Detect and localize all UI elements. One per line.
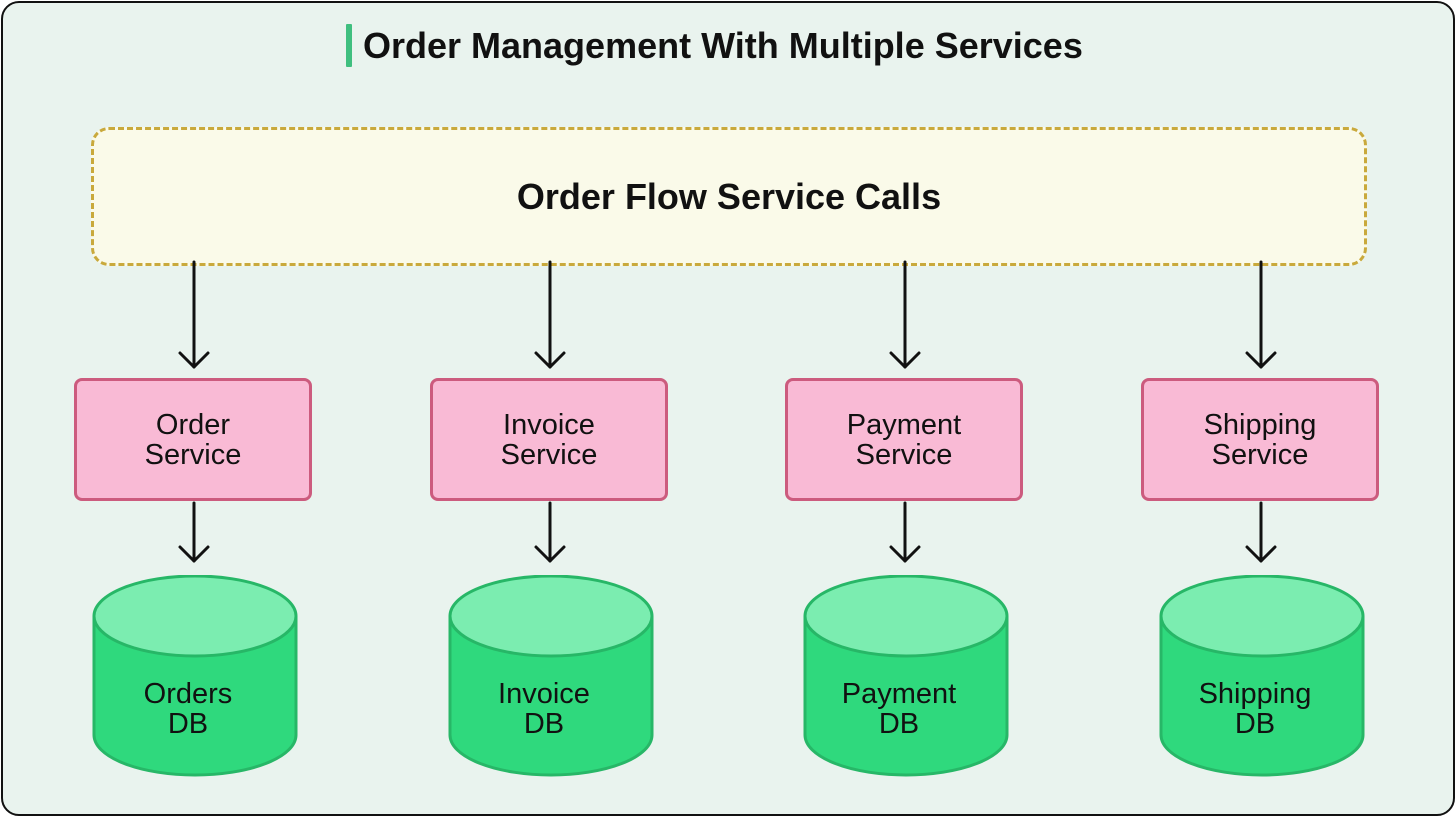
database-icon bbox=[448, 575, 654, 777]
title-accent-bar bbox=[346, 24, 352, 67]
shipping-service-label-line2: Service bbox=[1211, 438, 1309, 471]
orders-db-cylinder: Orders DB bbox=[92, 575, 298, 777]
shipping-db-label-line1: Shipping bbox=[1198, 678, 1312, 710]
shipping-db-cylinder: Shipping DB bbox=[1159, 575, 1365, 777]
shipping-service-to-db-arrowhead bbox=[1245, 545, 1277, 563]
order-service-box: Order Service bbox=[74, 378, 312, 501]
invoice-db-label-line2: DB bbox=[523, 708, 565, 740]
database-icon bbox=[1159, 575, 1365, 777]
payment-service-label-line1: Payment bbox=[846, 408, 962, 441]
invoice-db-cylinder: Invoice DB bbox=[448, 575, 654, 777]
invoice-db-label-line1: Invoice bbox=[498, 678, 590, 710]
shipping-service-label-line1: Shipping bbox=[1203, 408, 1317, 441]
payment-db-label-line1: Payment bbox=[841, 678, 957, 710]
order-flow-label: Order Flow Service Calls bbox=[516, 175, 942, 217]
database-icon bbox=[803, 575, 1009, 777]
flow-to-invoice-service-arrowhead bbox=[534, 351, 566, 369]
invoice-db-label: Invoice DB bbox=[448, 679, 640, 739]
invoice-service-label-line2: Service bbox=[500, 438, 598, 471]
payment-db-label-line2: DB bbox=[878, 708, 920, 740]
payment-db-cylinder: Payment DB bbox=[803, 575, 1009, 777]
payment-db-label: Payment DB bbox=[803, 679, 995, 739]
payment-service-label-line2: Service bbox=[855, 438, 953, 471]
orders-db-label-line2: DB bbox=[167, 708, 209, 740]
payment-service-to-db-arrowhead bbox=[889, 545, 921, 563]
flow-to-payment-service-arrowhead bbox=[889, 351, 921, 369]
flow-to-shipping-service-arrowhead bbox=[1245, 351, 1277, 369]
orders-db-label-line1: Orders bbox=[143, 678, 233, 710]
shipping-service-box: Shipping Service bbox=[1141, 378, 1379, 501]
diagram-title: Order Management With Multiple Services bbox=[363, 25, 1083, 66]
orders-db-label: Orders DB bbox=[92, 679, 284, 739]
shipping-db-label: Shipping DB bbox=[1159, 679, 1351, 739]
order-flow-box: Order Flow Service Calls bbox=[91, 127, 1367, 266]
order-service-label-line2: Service bbox=[144, 438, 242, 471]
invoice-service-label-line1: Invoice bbox=[503, 408, 595, 441]
flow-to-order-service-arrowhead bbox=[178, 351, 210, 369]
invoice-service-box: Invoice Service bbox=[430, 378, 668, 501]
payment-service-box: Payment Service bbox=[785, 378, 1023, 501]
shipping-db-label-line2: DB bbox=[1234, 708, 1276, 740]
invoice-service-to-db-arrowhead bbox=[534, 545, 566, 563]
order-service-label-line1: Order bbox=[155, 408, 231, 441]
database-icon bbox=[92, 575, 298, 777]
order-service-to-db-arrowhead bbox=[178, 545, 210, 563]
